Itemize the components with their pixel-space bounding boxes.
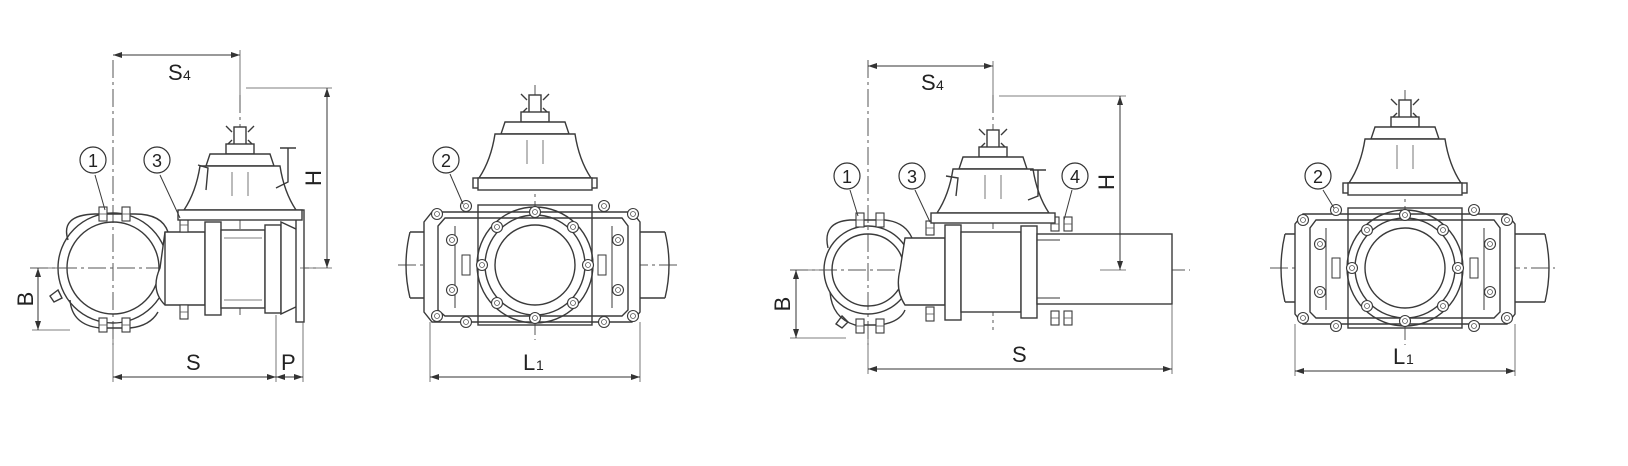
callout-1: 1 [79,146,107,211]
dim-l1: L 1 [429,322,641,382]
callout-1: 1 [833,162,861,217]
dim-b: B [13,267,70,331]
view-fig1-side: S 4 H B [13,50,332,382]
dim-l1-subscript: 1 [1406,351,1414,367]
dim-p-label: P [281,350,296,375]
svg-text:3: 3 [907,167,917,187]
callout-2: 2 [1304,162,1335,209]
callout-2: 2 [432,146,464,205]
svg-text:1: 1 [842,167,852,187]
dim-h-label: H [1094,174,1119,190]
callout-4: 4 [1061,162,1089,221]
dim-l1-label: L [523,350,535,375]
svg-text:1: 1 [88,151,98,171]
dim-s-label: S [1012,342,1027,367]
view-fig2-side: S 4 H B S [770,60,1190,374]
dim-b-label: B [770,297,795,312]
dim-l1-subscript: 1 [536,357,544,373]
callout-3: 3 [143,146,181,219]
dim-s4-label: S [921,70,936,95]
valve-bonnet [177,125,303,221]
callout-3: 3 [898,162,931,223]
svg-text:2: 2 [441,151,451,171]
svg-text:2: 2 [1313,167,1323,187]
saddle-clamp [49,206,169,333]
dim-s: S [867,304,1173,374]
dim-s4: S 4 [113,50,241,95]
view-fig1-front: L 1 2 [398,85,680,382]
svg-text:3: 3 [152,151,162,171]
dim-l1-label: L [1393,344,1405,369]
dim-s-label: S [186,350,201,375]
valve-bonnet [930,128,1056,224]
branch-body [897,216,1173,326]
svg-text:4: 4 [1070,167,1080,187]
dim-b: B [770,269,846,339]
dim-s4: S 4 [868,61,994,95]
dim-h: H [999,95,1126,271]
dim-l1: L 1 [1294,324,1516,376]
view-fig2-front: L 1 2 [1270,90,1555,376]
dim-s-p: S P [112,315,304,382]
branch-body [155,209,305,323]
dim-s4-label: S [168,60,183,85]
dim-b-label: B [13,292,38,307]
dim-h: H [246,87,332,269]
dim-h-label: H [301,170,326,186]
dim-s4-subscript: 4 [936,77,944,93]
dim-s4-subscript: 4 [183,67,191,83]
